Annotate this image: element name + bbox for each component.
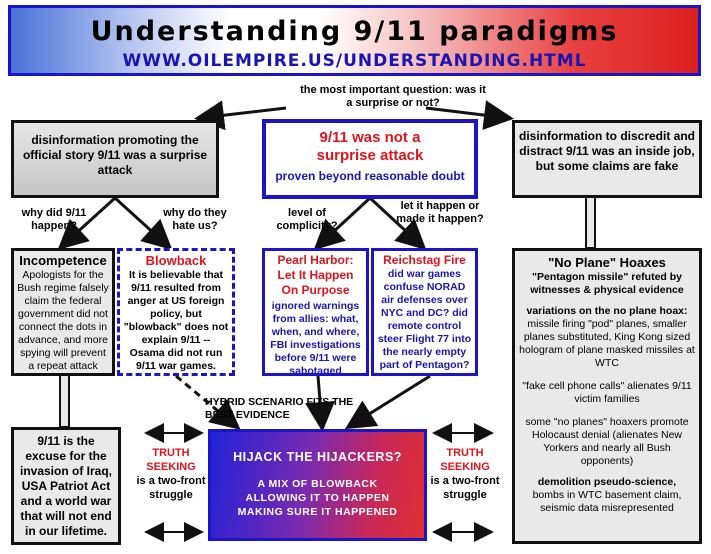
inside-job-box: disinformation to discredit and distract…: [512, 120, 702, 198]
site-url-link[interactable]: WWW.OILEMPIRE.US/UNDERSTANDING.HTML: [122, 51, 587, 71]
pearl-harbor-body: ignored warnings from allies: what, when…: [270, 300, 361, 376]
truth-left-red: TRUTH SEEKING: [146, 447, 196, 473]
truth-seeking-left: TRUTH SEEKING is a two-front struggle: [136, 446, 206, 502]
no-plane-p1: "Pentagon missile" refuted by witnesses …: [530, 271, 684, 296]
no-plane-p3: "fake cell phone calls" alienates 9/11 v…: [522, 380, 692, 405]
reichstag-body: did war games confuse NORAD air defenses…: [377, 268, 472, 371]
incompetence-box: Incompetence Apologists for the Bush reg…: [11, 248, 115, 376]
pearl-harbor-title: Pearl Harbor: Let It Happen On Purpose: [277, 253, 354, 297]
pearl-harbor-box: Pearl Harbor: Let It Happen On Purpose i…: [262, 248, 369, 376]
truth-seeking-right: TRUTH SEEKING is a two-front struggle: [430, 446, 500, 502]
hybrid-label: HYBRID SCENARIO FITS THE BEST EVIDENCE: [205, 396, 354, 421]
incompetence-title: Incompetence: [19, 253, 107, 268]
truth-right-black: is a two-front struggle: [430, 475, 500, 501]
no-plane-p2-body: missile firing "pod" planes, smaller pla…: [519, 318, 695, 369]
reichstag-title: Reichstag Fire: [383, 253, 466, 267]
excuse-box: 9/11 is the excuse for the invasion of I…: [11, 427, 121, 545]
truth-left-black: is a two-front struggle: [136, 475, 206, 501]
no-plane-box: "No Plane" Hoaxes "Pentagon missile" ref…: [512, 248, 702, 544]
official-story-box: disinformation promoting the official st…: [11, 120, 219, 198]
let-or-made-label: let it happen or made it happen?: [396, 200, 484, 225]
hijack-title: HIJACK THE HIJACKERS?: [233, 450, 402, 464]
inside-job-text: disinformation to discredit and distract…: [519, 129, 696, 173]
reichstag-box: Reichstag Fire did war games confuse NOR…: [371, 248, 478, 376]
blowback-box: Blowback It is believable that 9/11 resu…: [117, 248, 235, 376]
no-plane-p5-head: demolition pseudo-science,: [537, 476, 677, 488]
official-story-text: disinformation promoting the official st…: [22, 133, 208, 177]
page-title: Understanding 9/11 paradigms: [90, 16, 619, 47]
truth-right-red: TRUTH SEEKING: [440, 447, 490, 473]
no-plane-p2-head: variations on the no plane hoax:: [526, 305, 688, 317]
incompetence-body: Apologists for the Bush regime falsely c…: [17, 269, 109, 372]
why-hate-label: why do they hate us?: [163, 207, 227, 232]
hijack-box: HIJACK THE HIJACKERS? A MIX OF BLOWBACK …: [208, 429, 427, 541]
surprise-attack-title: 9/11 was not a surprise attack: [316, 129, 424, 164]
blowback-body: It is believable that 9/11 resulted from…: [123, 269, 229, 372]
center-question: the most important question: was it a su…: [300, 84, 486, 109]
excuse-text: 9/11 is the excuse for the invasion of I…: [19, 434, 112, 538]
surprise-attack-subtitle: proven beyond reasonable doubt: [275, 169, 465, 183]
why-happen-label: why did 9/11 happen?: [21, 207, 87, 232]
hijack-body: A MIX OF BLOWBACK ALLOWING IT TO HAPPEN …: [237, 478, 398, 518]
no-plane-p5-body: bombs in WTC basement claim, seismic dat…: [532, 489, 682, 514]
blowback-title: Blowback: [145, 253, 207, 268]
surprise-attack-box: 9/11 was not a surprise attack proven be…: [262, 119, 478, 199]
complicity-label: level of complicity?: [276, 207, 338, 232]
no-plane-title: "No Plane" Hoaxes: [548, 255, 666, 270]
no-plane-p4: some "no planes" hoaxers promote Holocau…: [525, 416, 689, 467]
header-banner: Understanding 9/11 paradigms WWW.OILEMPI…: [8, 5, 701, 76]
